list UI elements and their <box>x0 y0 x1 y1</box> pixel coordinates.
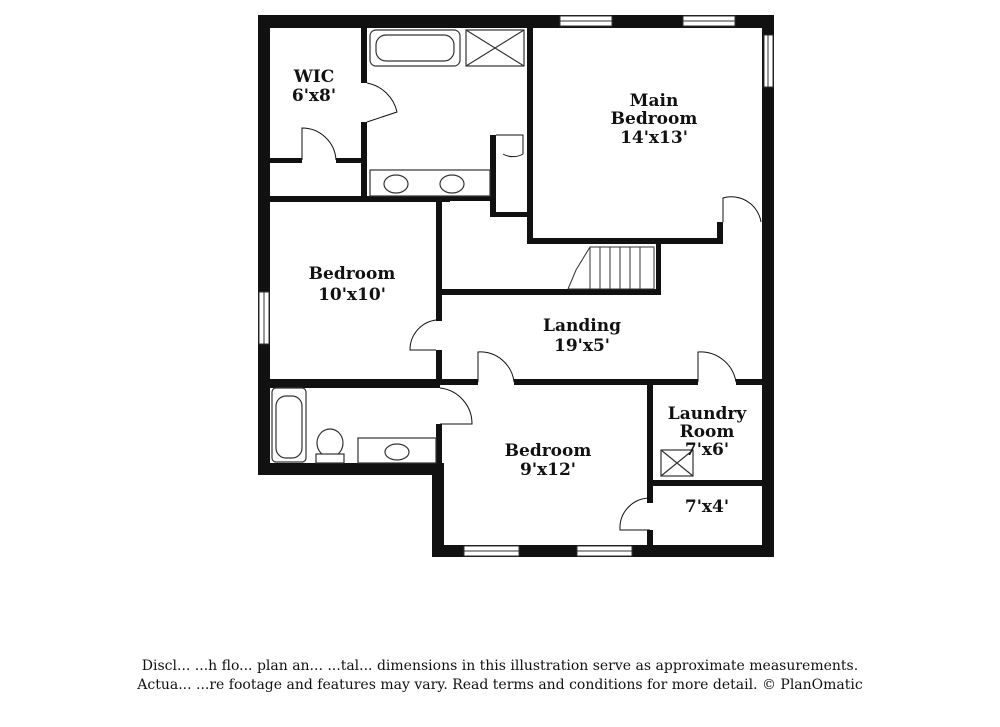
main-bedroom-size: 14'x13' <box>620 128 688 148</box>
bedroom-south-name: Bedroom <box>505 441 592 461</box>
laundry-size: 7'x6' <box>685 440 729 460</box>
windows <box>258 15 774 557</box>
bedroom-south-size: 9'x12' <box>520 460 576 480</box>
landing-size: 19'x5' <box>554 336 610 356</box>
fixtures <box>271 29 694 477</box>
wic-name: WIC <box>293 67 335 87</box>
main-bedroom-name-2: Bedroom <box>611 109 698 129</box>
laundry-name-1: Laundry <box>668 404 748 424</box>
bedroom-west-size: 10'x10' <box>318 285 386 305</box>
interior-walls <box>270 28 764 550</box>
landing-name: Landing <box>543 316 621 336</box>
toilet <box>316 428 344 458</box>
disclaimer-line-1: Discl... ...h flo... plan an... ...tal..… <box>141 658 859 674</box>
floor-plan: WIC 6'x8' Main Bedroom 14'x13' Bedroom 1… <box>258 15 774 557</box>
disclaimer-line-2: Actua... ...re footage and features may … <box>137 677 863 693</box>
main-bedroom-name-1: Main <box>630 91 679 111</box>
stairs <box>567 246 655 290</box>
laundry-name-2: Room <box>680 422 735 442</box>
bedroom-west-name: Bedroom <box>309 264 396 284</box>
room-labels: WIC 6'x8' Main Bedroom 14'x13' Bedroom 1… <box>292 67 747 517</box>
wic-size: 6'x8' <box>292 86 336 106</box>
doors <box>301 82 762 531</box>
closet-size: 7'x4' <box>685 497 729 517</box>
